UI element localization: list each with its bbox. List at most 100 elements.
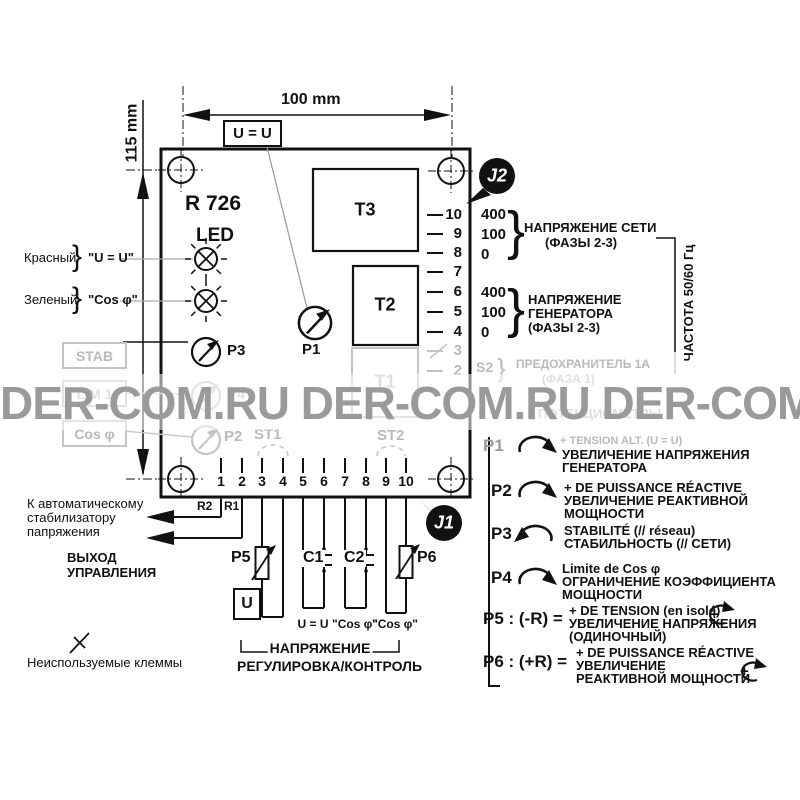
right-terminal-10: 10 [445,206,462,223]
legend-p3-fr: STABILITÉ (// réseau) [564,523,696,538]
legend-p2-ru2: МОЩНОСТИ [564,506,645,521]
terminal-8: 8 [362,473,370,489]
voltage-group-label: НАПРЯЖЕНИЕ [267,640,373,656]
gen-value-100: 100 [481,304,507,321]
meter-p2-label: P2 [224,428,243,445]
led-green-color-label: Зеленый [24,292,78,307]
output-wires [146,497,243,545]
stab-box-label: STAB [75,347,114,364]
board-outline [159,147,472,499]
mains-phases-label: (ФАЗЫ 2-3) [545,235,618,250]
transformer-t2-label: T2 [374,294,396,315]
legend-p4-ref: P4 [491,568,512,587]
led-green-signal-label: "Cos φ" [88,292,138,307]
legend-p5-ru2: (ОДИНОЧНЫЙ) [569,629,667,644]
j2-marker [466,158,515,204]
transformer-t3-label: T3 [354,199,376,220]
r1-label: R1 [224,499,240,513]
st1-jumper-label: ST1 [254,426,282,443]
fuse-label-1: ПРЕДОХРАНИТЕЛЬ 1А [516,357,651,371]
pot-p6-label: P6 [417,549,437,566]
led-red-color-label: Красный [24,250,77,265]
mains-value-400: 400 [481,206,507,223]
terminal-6: 6 [320,473,328,489]
gen-brace: } [507,279,526,339]
u-box-label: U [241,595,253,612]
legend-p6-plus: + [740,663,749,680]
st-jumper-arcs [257,444,406,457]
led-red-signal-label: "U = U" [88,250,134,265]
legend-p5-plus: + [710,606,719,623]
pot-p5-label: P5 [231,549,251,566]
right-terminal-9: 9 [453,225,462,242]
terminal-4: 4 [279,473,287,489]
unused-terminal-cross-icon [69,632,90,654]
legend-p5-ru1: УВЕЛИЧЕНИЕ НАПРЯЖЕНИЯ [569,616,757,631]
u-box: U [233,588,261,620]
terminal-10: 10 [398,473,414,489]
watermark-text: DER-COM.RU DER-COM.RU DER-COM.RU [0,377,800,429]
j1-connector-label: J1 [433,512,455,533]
meter-p3-label: P3 [227,342,246,359]
st2-jumper-label: ST2 [377,427,405,444]
height-dimension-label: 115 mm [123,103,141,163]
legend-p4-ru2: МОЩНОСТИ [562,587,643,602]
terminal-3: 3 [258,473,266,489]
led-title: LED [196,225,234,246]
width-dimension-label: 100 mm [281,91,341,108]
p6-signal-label: "Cos φ" [372,617,418,631]
legend-p4-ru1: ОГРАНИЧЕНИЕ КОЭФФИЦИЕНТА [562,574,776,589]
frequency-label: ЧАСТОТА 50/60 Гц [681,244,697,362]
r2-label: R2 [197,499,213,513]
terminal-9: 9 [382,473,390,489]
fuse-s2-label: S2 [476,359,494,375]
right-terminal-7: 7 [453,263,462,280]
gen-voltage-label-1: НАПРЯЖЕНИЕ [528,292,622,307]
c2-signal-label: "Cos φ" [332,617,378,631]
terminal-1: 1 [217,473,225,489]
gen-phases-label: (ФАЗЫ 2-3) [528,320,601,335]
legend-p2-ru1: УВЕЛИЧЕНИЕ РЕАКТИВНОЙ [564,493,748,508]
mains-value-100: 100 [481,226,507,243]
legend-bracket [488,437,500,687]
meter-p1-label: P1 [302,341,321,358]
terminal-2: 2 [238,473,246,489]
legend-p5-fr: + DE TENSION (en isolé) [569,603,721,618]
legend-p6-ru2: РЕАКТИВНОЙ МОЩНОСТИ [576,671,751,686]
mains-brace: } [507,201,526,261]
j2-connector-label: J2 [486,165,508,186]
board-model-label: R 726 [185,192,242,215]
cap-c2-label: C2 [342,549,367,567]
c1-signal-label: U = U [297,617,329,631]
led-symbols [120,237,228,323]
legend-p3-ref: P3 [491,524,512,543]
stab-box: STAB [62,342,127,369]
bottom-terminal-pins [220,458,407,473]
legend-p3-ru1: СТАБИЛЬНОСТЬ (// СЕТИ) [564,536,732,551]
gen-value-0: 0 [481,324,490,341]
legend-p6-ref: P6 : (+R) = [483,652,568,671]
led-green-brace: } [72,282,83,315]
mains-value-0: 0 [481,246,490,263]
legend-p2-ref: P2 [491,481,512,500]
terminal-5: 5 [299,473,307,489]
u-equals-u-callout-label: U = U [233,125,272,142]
control-wires [261,497,407,618]
right-terminal-ticks [427,214,448,372]
legend-p4-fr: Limite de Cos φ [562,561,661,576]
u-equals-u-callout: U = U [223,120,282,147]
legend-p2-fr: + DE PUISSANCE RÉACTIVE [564,480,743,495]
legend-p1-ru1: УВЕЛИЧЕНИЕ НАПРЯЖЕНИЯ [562,447,750,462]
frequency-bracket [656,237,676,374]
unused-terminals-note: Неиспользуемые клеммы [27,655,183,670]
legend-p6-fr: + DE PUISSANCE RÉACTIVE [576,645,755,660]
regulation-control-label: РЕГУЛИРОВКА/КОНТРОЛЬ [237,658,423,674]
right-terminal-6: 6 [453,283,462,300]
mounting-holes [158,148,474,496]
fuse-brace: } [497,353,506,383]
right-terminal-8: 8 [453,244,462,261]
mains-voltage-label: НАПРЯЖЕНИЕ СЕТИ [524,220,657,235]
stabilizer-dest-line-2: стабилизатору [27,510,116,525]
legend-p1-ref: P1 [483,436,504,455]
